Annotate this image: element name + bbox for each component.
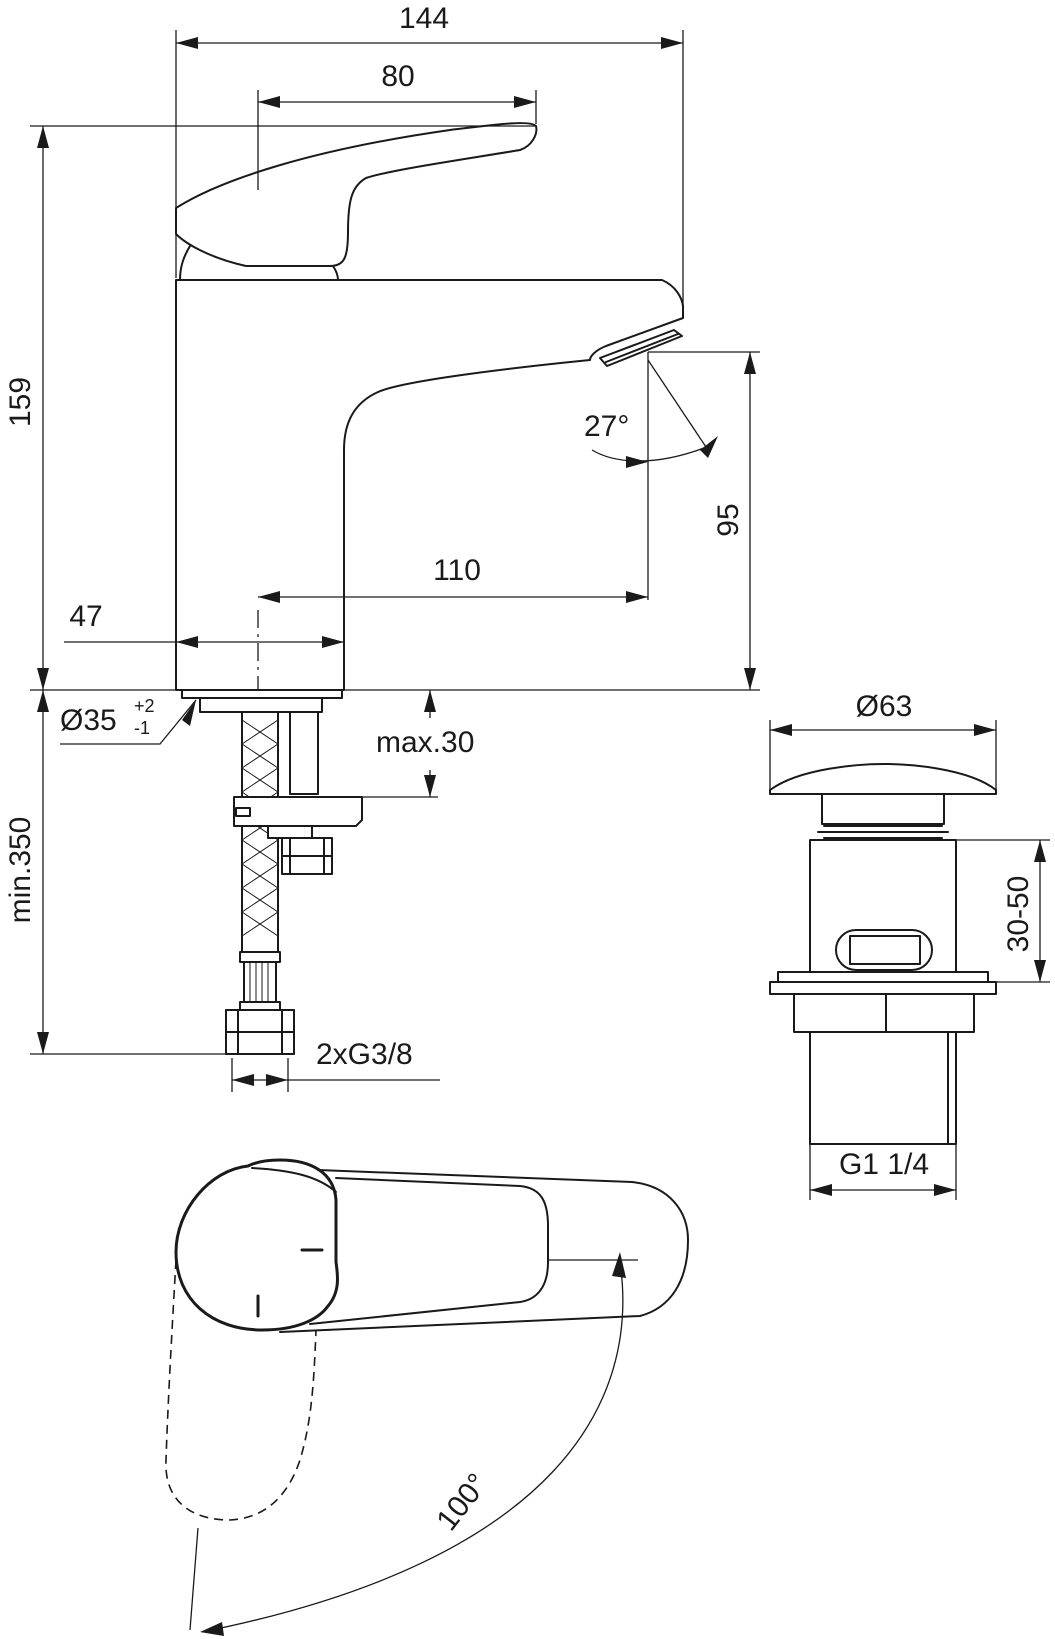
dim-waste-range: 30-50 bbox=[1002, 876, 1035, 953]
aerator bbox=[599, 329, 683, 367]
top-spout bbox=[279, 1169, 689, 1333]
dim-base-diameter: Ø35 bbox=[60, 704, 117, 737]
dim-handle-rotation: 100° bbox=[430, 1468, 494, 1537]
dim-deck-thickness: max.30 bbox=[376, 726, 474, 759]
mixer-side-view bbox=[175, 122, 684, 1055]
waste-popup-view bbox=[769, 763, 997, 1145]
waste-body bbox=[809, 839, 957, 973]
dim-height-total: 159 bbox=[4, 377, 37, 427]
dimensions-mixer: 144 80 159 95 110 47 Ø35 +2 -1 bbox=[4, 2, 760, 1092]
mixer-handle bbox=[175, 122, 538, 267]
dim-width-total: 144 bbox=[399, 2, 449, 35]
dim-tolerance-minus: -1 bbox=[134, 718, 150, 738]
fixing-bracket bbox=[233, 796, 363, 839]
handle-neck bbox=[179, 245, 339, 281]
dim-spout-projection: 110 bbox=[433, 554, 481, 587]
fixing-nut bbox=[281, 837, 333, 875]
rotated-handle-outline bbox=[165, 1259, 317, 1521]
waste-cap-stem bbox=[821, 793, 945, 825]
base-plate bbox=[181, 689, 343, 699]
dimensions-waste: Ø63 30-50 G1 1/4 bbox=[769, 690, 1050, 1200]
dim-spray-angle: 27° bbox=[584, 410, 629, 443]
hose-connector bbox=[225, 951, 295, 1055]
base-ring bbox=[199, 697, 323, 713]
waste-flange-top bbox=[777, 971, 989, 983]
bracket-slot bbox=[235, 807, 251, 817]
waste-slot bbox=[835, 929, 933, 971]
dim-hose-length: min.350 bbox=[4, 817, 37, 924]
dim-waste-thread: G1 1/4 bbox=[839, 1148, 929, 1181]
dim-base-offset: 47 bbox=[69, 600, 102, 633]
waste-tail bbox=[809, 1031, 957, 1145]
top-handle bbox=[174, 1158, 340, 1332]
mixer-body bbox=[175, 279, 684, 691]
waste-seal bbox=[817, 825, 949, 839]
dim-tolerance-plus: +2 bbox=[134, 696, 155, 716]
waste-flange bbox=[769, 981, 997, 995]
dim-connection-thread: 2xG3/8 bbox=[316, 1038, 413, 1071]
dim-handle-reach: 80 bbox=[381, 60, 414, 93]
threaded-rod bbox=[289, 711, 319, 795]
waste-nut bbox=[793, 993, 975, 1033]
dim-waste-diameter: Ø63 bbox=[856, 690, 913, 723]
dim-spout-height: 95 bbox=[712, 503, 745, 536]
waste-cap bbox=[769, 763, 997, 795]
mixer-top-view bbox=[165, 1158, 689, 1521]
top-spout-inner bbox=[309, 1177, 549, 1325]
